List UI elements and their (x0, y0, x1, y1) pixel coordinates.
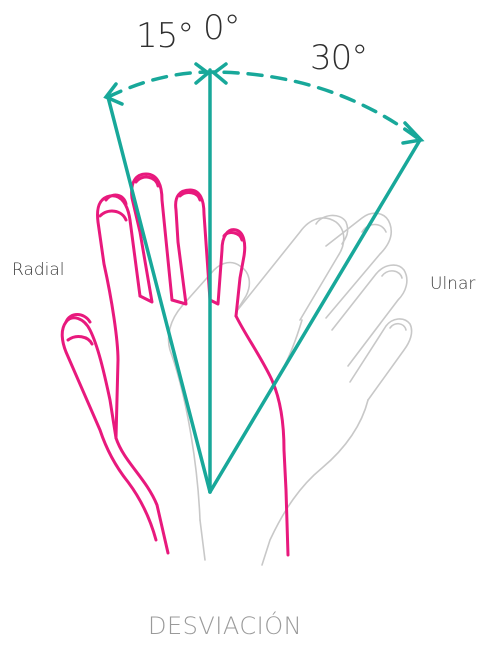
ulnar-axis-line (210, 140, 420, 492)
ulnar-angle-label: 30° (310, 38, 367, 78)
angle-arc (108, 72, 420, 140)
neutral-angle-label: 0° (203, 8, 240, 48)
ghost-hand-ulnar (169, 213, 412, 565)
radial-axis-line (108, 97, 210, 492)
ulnar-side-label: Ulnar (430, 274, 475, 294)
diagram-caption: DESVIACIÓN (148, 612, 302, 640)
radial-side-label: Radial (12, 260, 65, 280)
radial-angle-label: 15° (136, 16, 193, 56)
